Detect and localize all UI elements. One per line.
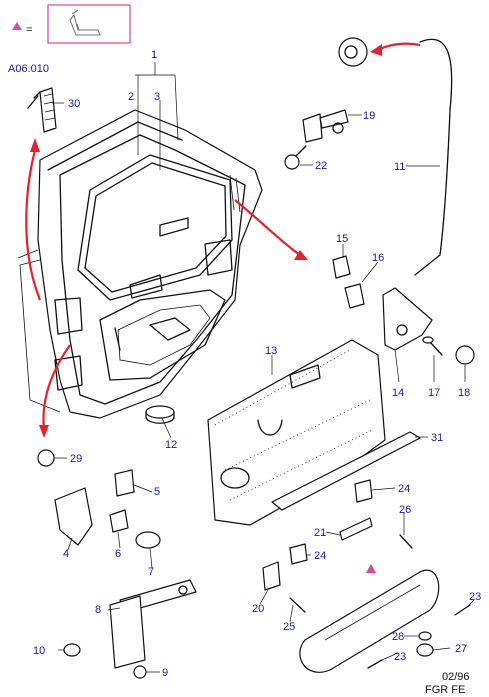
part-8-check-strap [109,579,197,669]
label-12: 12 [165,439,177,451]
label-7: 7 [148,566,154,578]
arrow-down-left [42,344,71,429]
label-18: 18 [458,387,470,399]
callouts: 1 2 3 4 5 6 7 8 9 10 11 12 13 14 15 16 1… [33,49,481,679]
part-25-screw [289,597,306,613]
arrow-to-bracket [234,199,301,256]
label-24a: 24 [398,483,410,495]
part-9-bolt [133,665,147,679]
footer-codes: FGR FE [425,684,465,696]
marker-triangle-icon [366,564,376,573]
part-24-clip-a [354,479,373,503]
label-24b: 24 [314,550,326,562]
label-14: 14 [392,387,404,399]
part-22-bolt [284,145,307,170]
part-15-clip [332,255,351,279]
label-4: 4 [63,548,69,560]
label-22: 22 [315,160,327,172]
part-6-pin [109,509,129,533]
part-16-block [344,283,365,309]
part-pull-handle [299,569,440,673]
label-15: 15 [336,233,348,245]
door-shell [17,109,263,419]
label-29: 29 [70,453,82,465]
part-24-clip-b [289,543,308,565]
label-17: 17 [428,387,440,399]
label-21: 21 [314,527,326,539]
part-29-cap [37,449,55,467]
label-27: 27 [455,643,467,655]
legend-equals: = [26,24,32,36]
part-17-bolt [422,336,443,356]
label-23a: 23 [469,591,481,603]
arrow-up-left [25,149,42,301]
leader-lines [52,102,475,673]
label-30: 30 [68,98,80,110]
label-6: 6 [115,548,121,560]
part-21-bracket [339,517,373,541]
part-23-screw-a [454,604,471,616]
label-10: 10 [33,645,45,657]
part-31-strip [271,431,421,511]
part-7-cap [135,531,161,549]
label-25: 25 [283,621,295,633]
part-14-plate [382,287,433,351]
part-5-pad [114,469,135,497]
seal-detail-circle [338,37,368,67]
label-31: 31 [431,432,443,444]
seat-icon [69,9,101,36]
label-9: 9 [162,667,168,679]
label-5: 5 [154,486,160,498]
legend-box [47,4,131,44]
label-2: 2 [128,91,134,103]
part-10-nut [63,643,81,657]
screw-ref [27,91,41,109]
label-20: 20 [252,603,264,615]
part-30-strip [39,87,57,133]
part-20-bracket [262,561,281,591]
label-13: 13 [265,345,277,357]
part-27-nut [416,643,434,657]
footer-date: 02/96 [442,671,470,683]
part-26-screw [399,534,413,549]
part-18-cap [455,345,475,365]
part-11-weatherstrip [338,37,453,276]
legend-triangle-icon [12,22,22,30]
label-23b: 23 [394,651,406,663]
label-1: 1 [151,49,157,61]
label-3: 3 [154,91,160,103]
ref-code: A06.010 [8,63,49,75]
label-11: 11 [394,161,405,173]
label-16: 16 [372,252,384,264]
part-12-grommet [145,405,175,424]
label-28: 28 [392,631,404,643]
arrow-to-seal-detail [377,42,421,51]
label-26: 26 [399,504,411,516]
part-28-washer [418,631,432,641]
part-23-screw-b [367,659,383,669]
label-19: 19 [363,110,375,122]
label-8: 8 [95,604,101,616]
part-4-hinge [54,487,93,546]
legend: = [12,4,131,44]
part-19-hinge [302,109,349,143]
